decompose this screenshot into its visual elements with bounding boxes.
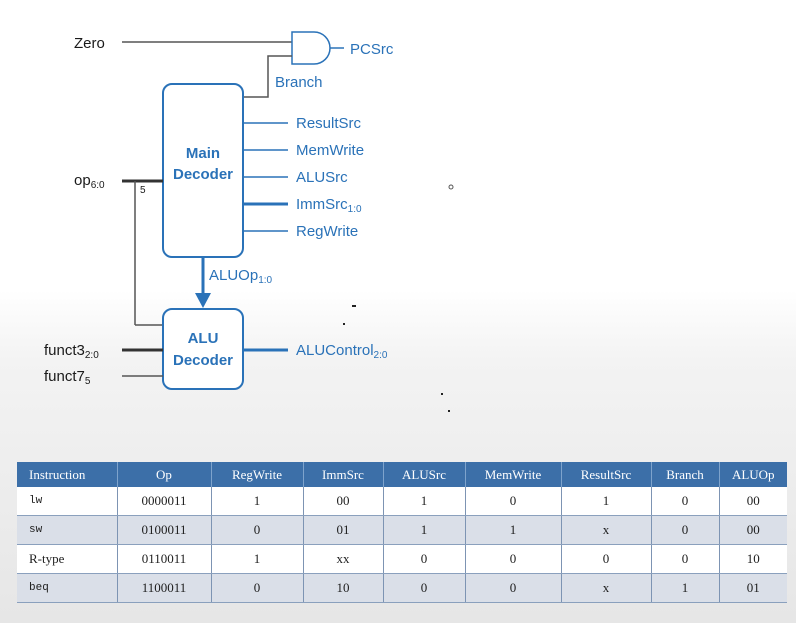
header-resultsrc: ResultSrc [561,462,652,487]
cell: 10 [303,573,384,603]
cell: 0 [651,487,720,516]
table-row: sw 0100011 0 01 1 1 x 0 00 [17,515,787,545]
branch-wire [242,55,292,98]
table-row: R-type 0110011 1 xx 0 0 0 0 10 [17,544,787,574]
main-decoder-label-2: Decoder [173,166,233,183]
table-row: lw 0000011 1 00 1 0 1 0 00 [17,487,787,516]
cell: 1100011 [117,573,212,603]
cell: 0 [383,544,466,574]
artifact-dot [448,410,450,412]
header-branch: Branch [651,462,720,487]
and-gate [291,31,331,65]
cell: 0110011 [117,544,212,574]
main-decoder-label-1: Main [186,145,220,162]
header-memwrite: MemWrite [465,462,562,487]
artifact-dot [352,305,356,307]
cell: 0000011 [117,487,212,516]
memwrite-label: MemWrite [296,142,364,159]
cell: x [561,573,652,603]
bus-width-label: 5 [140,185,146,196]
cell: 0 [383,573,466,603]
cell: beq [17,573,118,603]
op-label: op6:0 [74,172,105,191]
cell: 0 [651,515,720,545]
cell: 0 [465,573,562,603]
header-instruction: Instruction [17,462,118,487]
cell: 00 [719,515,787,545]
cell: 0 [465,544,562,574]
resultsrc-label: ResultSrc [296,115,362,132]
cell: 1 [383,515,466,545]
regwrite-label: RegWrite [296,223,358,240]
cell: xx [303,544,384,574]
header-immsrc: ImmSrc [303,462,384,487]
table-header-row: Instruction Op RegWrite ImmSrc ALUSrc Me… [17,462,787,487]
alu-decoder-label-1: ALU [188,330,219,347]
header-op: Op [117,462,212,487]
header-regwrite: RegWrite [211,462,304,487]
cell: 1 [561,487,652,516]
control-signals-table: Instruction Op RegWrite ImmSrc ALUSrc Me… [17,462,787,603]
cell: 00 [719,487,787,516]
cell: 00 [303,487,384,516]
cell: sw [17,515,118,545]
control-unit-diagram: Zero PCSrc Branch Main Decoder ResultSrc… [44,31,454,412]
cell: 1 [383,487,466,516]
cell: 1 [211,487,304,516]
aluop-arrowhead [195,293,211,308]
cell: 1 [211,544,304,574]
cell: 1 [465,515,562,545]
alusrc-label: ALUSrc [296,169,348,186]
artifact-dot [448,184,454,190]
alucontrol-label: ALUControl2:0 [296,342,388,361]
cell: 0100011 [117,515,212,545]
funct7-label: funct75 [44,368,91,387]
cell: 01 [719,573,787,603]
alu-decoder-block [162,308,244,390]
cell: x [561,515,652,545]
pcsrc-label: PCSrc [350,41,394,58]
alu-decoder-label-2: Decoder [173,352,233,369]
aluop-label: ALUOp1:0 [209,267,273,286]
funct3-label: funct32:0 [44,342,99,361]
immsrc-label: ImmSrc1:0 [296,196,362,215]
cell: 01 [303,515,384,545]
cell: R-type [17,544,118,574]
cell: 1 [651,573,720,603]
artifact-dot [343,323,345,325]
cell: 0 [211,573,304,603]
cell: lw [17,487,118,516]
cell: 10 [719,544,787,574]
zero-label: Zero [74,35,105,52]
cell: 0 [651,544,720,574]
table-row: beq 1100011 0 10 0 0 x 1 01 [17,573,787,603]
cell: 0 [561,544,652,574]
header-aluop: ALUOp [719,462,787,487]
artifact-dot [441,393,443,395]
branch-label: Branch [275,74,323,91]
header-alusrc: ALUSrc [383,462,466,487]
cell: 0 [465,487,562,516]
cell: 0 [211,515,304,545]
